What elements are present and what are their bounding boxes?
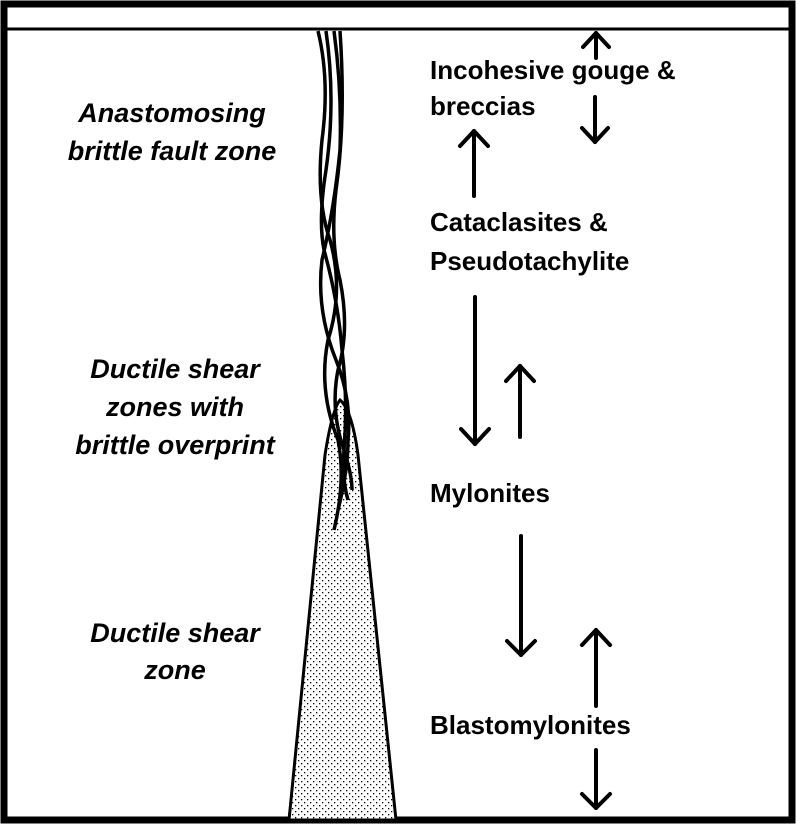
rock-label-line: Blastomylonites xyxy=(430,710,631,740)
zone-label-line: brittle overprint xyxy=(75,430,276,460)
arrow-down-icon xyxy=(507,536,535,655)
zone-label-line: Ductile shear xyxy=(90,618,261,648)
arrow-down-icon xyxy=(582,97,608,142)
zone-label-line: zones with xyxy=(105,392,244,422)
zone-label-line: Anastomosing xyxy=(77,98,266,128)
zone-label-ductile: Ductile shear zone xyxy=(90,618,261,685)
zone-label-line: brittle fault zone xyxy=(68,136,277,166)
rock-label-mylonites: Mylonites xyxy=(430,478,550,508)
arrow-up-icon xyxy=(460,131,488,196)
rock-label-cataclasites: Cataclasites & Pseudotachylite xyxy=(430,207,629,276)
transition-arrows xyxy=(460,33,610,808)
rock-label-line: Mylonites xyxy=(430,478,550,508)
zone-label-line: Ductile shear xyxy=(90,354,261,384)
arrow-up-icon xyxy=(582,630,610,706)
zone-label-ductile-brittle: Ductile shear zones with brittle overpri… xyxy=(75,354,276,460)
arrow-down-icon xyxy=(582,750,610,808)
rock-label-line: Incohesive gouge & xyxy=(430,55,676,85)
zone-label-brittle: Anastomosing brittle fault zone xyxy=(68,98,277,166)
rock-label-gouge-breccias: Incohesive gouge & breccias xyxy=(430,55,676,121)
zone-label-line: zone xyxy=(143,655,206,685)
rock-label-line: Cataclasites & xyxy=(430,207,608,237)
rock-label-line: breccias xyxy=(430,91,536,121)
rock-label-line: Pseudotachylite xyxy=(430,246,629,276)
rock-label-blastomylonites: Blastomylonites xyxy=(430,710,631,740)
arrow-up-icon xyxy=(506,366,534,437)
arrow-down-icon xyxy=(461,297,489,444)
